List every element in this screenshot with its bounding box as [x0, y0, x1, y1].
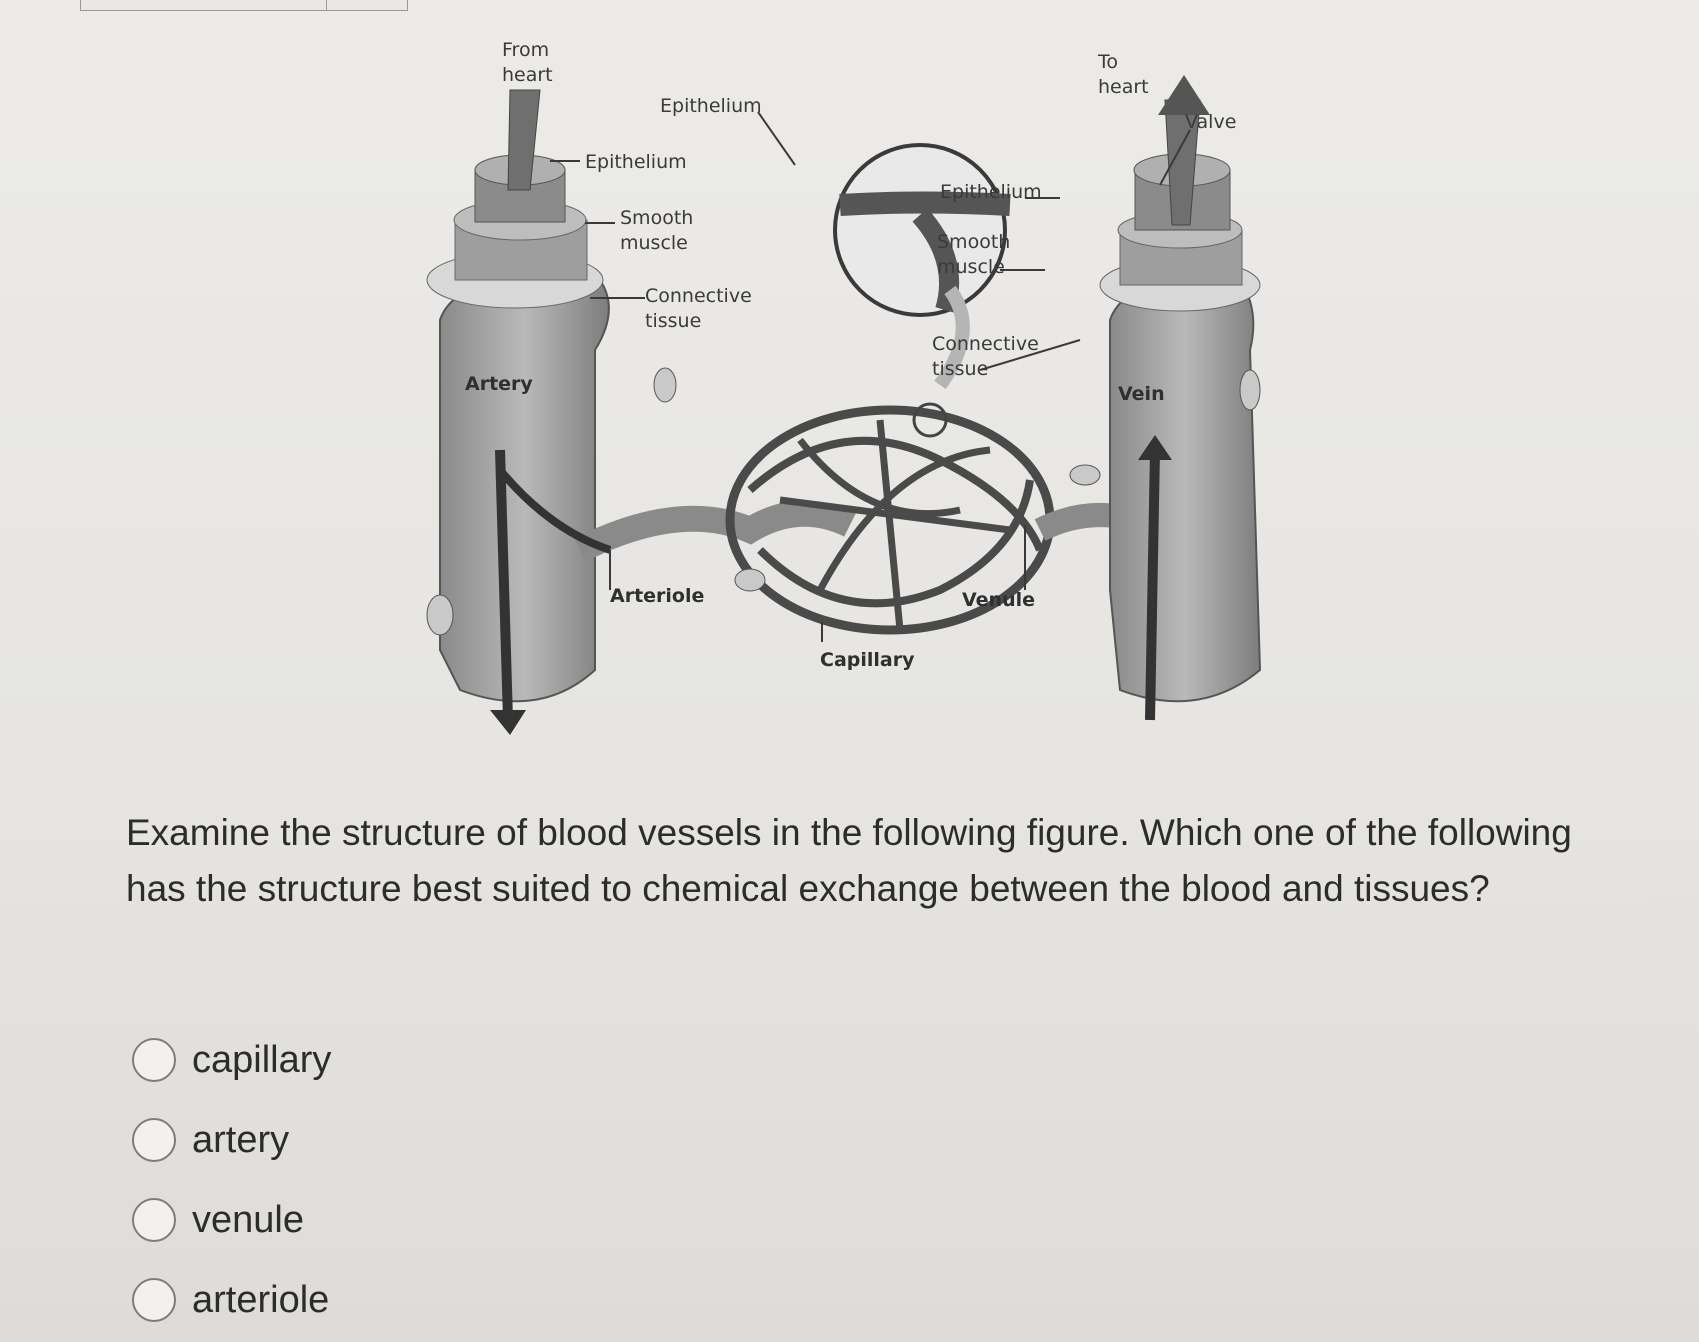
- radio-button-venule[interactable]: [132, 1198, 176, 1242]
- option-label-artery: artery: [192, 1118, 290, 1161]
- radio-button-artery[interactable]: [132, 1118, 176, 1162]
- radio-button-arteriole[interactable]: [132, 1278, 176, 1322]
- label-vein: Vein: [1118, 383, 1165, 405]
- label-epithelium-vein: Epithelium: [940, 181, 1042, 203]
- tab-right[interactable]: [326, 0, 408, 11]
- label-connective-tissue-vein: Connective tissue: [932, 333, 1039, 380]
- question-text: Examine the structure of blood vessels i…: [126, 812, 1572, 909]
- label-epithelium-top: Epithelium: [660, 95, 762, 117]
- tab-left[interactable]: [80, 0, 327, 11]
- option-label-venule: venule: [192, 1198, 304, 1241]
- label-from-heart: From heart: [502, 39, 553, 86]
- top-tab-strip: [0, 0, 410, 12]
- radio-button-capillary[interactable]: [132, 1038, 176, 1082]
- option-label-capillary: capillary: [192, 1038, 332, 1081]
- option-label-arteriole: arteriole: [192, 1278, 330, 1321]
- label-capillary: Capillary: [820, 649, 915, 671]
- label-epithelium-artery: Epithelium: [585, 151, 687, 173]
- label-valve: Valve: [1185, 111, 1237, 133]
- label-artery: Artery: [465, 373, 533, 395]
- answer-options: capillary artery venule arteriole: [132, 1020, 331, 1340]
- vein-drawing: [1099, 75, 1262, 721]
- label-connective-tissue-artery: Connective tissue: [645, 285, 752, 332]
- magnified-view-drawing: [833, 143, 1011, 390]
- option-arteriole[interactable]: arteriole: [132, 1260, 331, 1340]
- label-smooth-muscle-artery: Smooth muscle: [620, 207, 694, 254]
- label-to-heart: To heart: [1098, 51, 1149, 98]
- option-capillary[interactable]: capillary: [132, 1020, 331, 1100]
- blood-vessel-illustration: [426, 75, 1262, 735]
- label-arteriole: Arteriole: [610, 585, 705, 607]
- option-venule[interactable]: venule: [132, 1180, 331, 1260]
- label-venule: Venule: [962, 589, 1036, 611]
- leader-lines: [550, 111, 1191, 642]
- label-smooth-muscle-vein: Smooth muscle: [937, 231, 1011, 278]
- blood-vessel-figure: From heart To heart Epithelium Epitheliu…: [420, 30, 1340, 770]
- artery-drawing: [426, 89, 610, 735]
- option-artery[interactable]: artery: [132, 1100, 331, 1180]
